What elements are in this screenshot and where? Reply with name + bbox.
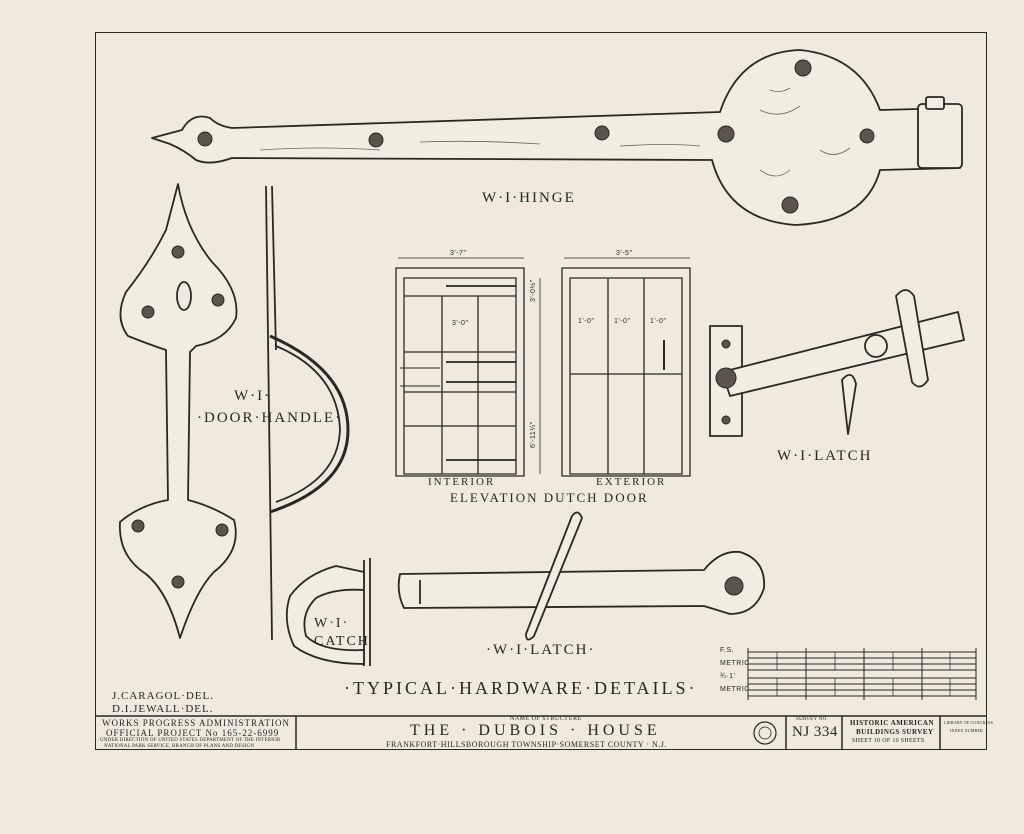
latch-bottom-drawing <box>397 511 765 641</box>
tb-structure-caption: NAME OF STRUCTURE <box>510 716 582 722</box>
tb-location: FRANKFORT·HILLSBOROUGH TOWNSHIP·SOMERSET… <box>386 740 667 749</box>
dim-panel-width: 3'-0" <box>452 320 469 327</box>
door-handle-front-drawing <box>119 183 238 639</box>
scale-row-3-label: ¾·1' <box>720 673 736 680</box>
tb-structure-name: THE · DUBOIS · HOUSE <box>410 722 661 739</box>
catch-drawing <box>285 558 371 666</box>
door-handle-label-line-1: W·I· <box>234 388 272 404</box>
dim-ext-panel-3: 1'-0" <box>650 318 667 325</box>
tb-sheet-info: SHEET 10 OF 10 SHEETS <box>852 738 925 744</box>
drawing-border <box>95 32 987 750</box>
door-exterior-drawing <box>561 257 691 477</box>
door-handle-side-drawing <box>265 185 350 641</box>
dim-upper-height: 3'-0½" <box>530 279 537 302</box>
elevation-label: ELEVATION DUTCH DOOR <box>450 490 649 505</box>
tb-library-2: INDEX NUMBER <box>950 728 983 733</box>
title-block-lines <box>96 715 986 750</box>
tb-project: OFFICIAL PROJECT No 165-22-6999 <box>106 728 280 738</box>
dim-ext-panel-2: 1'-0" <box>614 318 631 325</box>
latch-right-drawing <box>709 289 965 437</box>
exterior-label: EXTERIOR <box>596 476 667 488</box>
scale-row-2-label: METRIC <box>720 660 750 667</box>
hinge-label: W·I·HINGE <box>482 190 576 206</box>
graphic-scales <box>747 648 977 700</box>
latch-right-label: W·I·LATCH <box>777 448 873 464</box>
tb-habs-1: HISTORIC AMERICAN <box>850 719 935 727</box>
tb-habs-2: BUILDINGS SURVEY <box>856 728 934 736</box>
sheet-title: ·TYPICAL·HARDWARE·DETAILS· <box>344 678 698 698</box>
latch-bottom-label: ·W·I·LATCH· <box>486 642 596 658</box>
tb-library-1: LIBRARY OF CONGRESS <box>944 720 993 725</box>
tb-direction-1: UNDER DIRECTION OF UNITED STATES DEPARTM… <box>100 738 281 743</box>
door-handle-label-line-2: ·DOOR·HANDLE· <box>197 410 343 426</box>
tb-agency: WORKS PROGRESS ADMINISTRATION <box>102 718 291 728</box>
catch-label-line-2: CATCH <box>314 634 370 649</box>
hinge-drawing <box>151 49 963 226</box>
tb-survey-caption: SURVEY NO. <box>796 717 829 722</box>
dim-interior-width: 3'-7" <box>450 250 467 257</box>
delineator-2: D.I.JEWALL·DEL. <box>112 703 214 715</box>
tb-direction-2: NATIONAL PARK SERVICE, BRANCH OF PLANS A… <box>104 744 255 749</box>
delineator-1: J.CARAGOL·DEL. <box>112 690 214 702</box>
scale-row-1-label: F.S. <box>720 647 735 654</box>
dim-ext-panel-1: 1'-0" <box>578 318 595 325</box>
door-interior-drawing <box>395 257 541 477</box>
tb-survey-number: NJ 334 <box>792 724 838 740</box>
dim-exterior-width: 3'-5" <box>616 250 633 257</box>
scale-row-4-label: METRIC <box>720 686 750 693</box>
dim-lower-height: 6'-11¼" <box>530 421 537 448</box>
interior-label: INTERIOR <box>428 476 496 488</box>
catch-label-line-1: W·I· <box>314 616 350 631</box>
